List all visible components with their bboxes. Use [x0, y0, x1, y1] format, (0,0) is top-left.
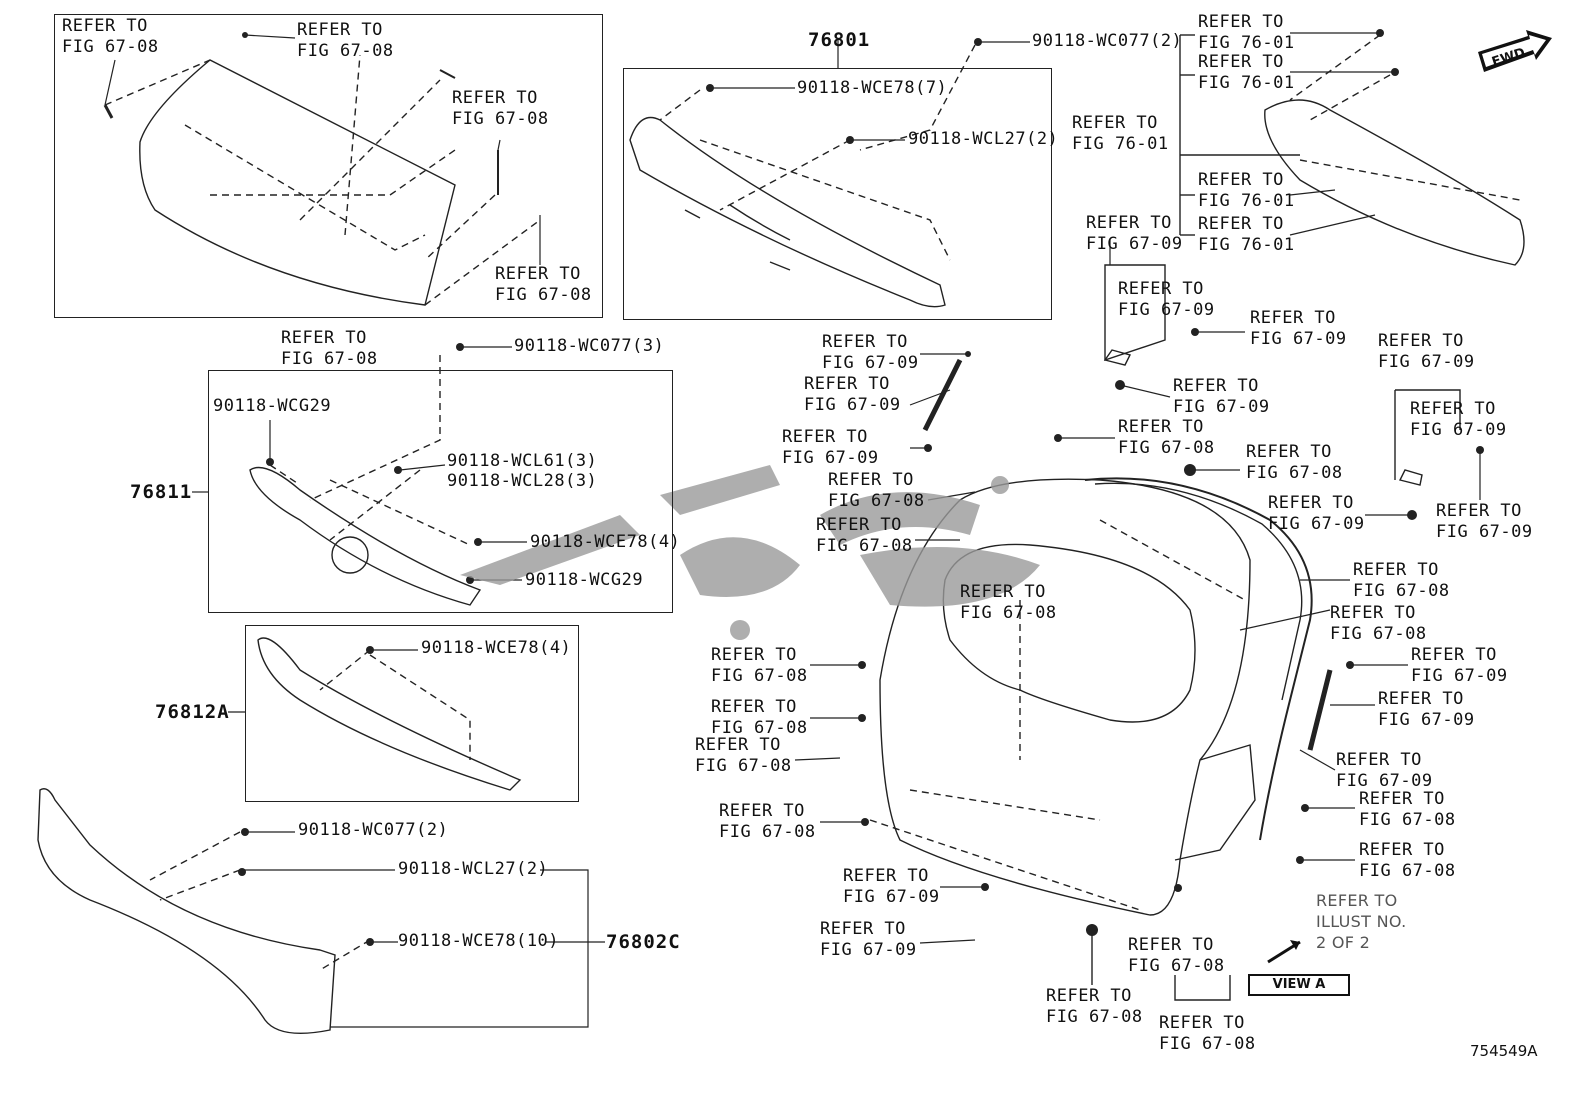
- refer-fig-76-01[interactable]: REFER TO FIG 76-01: [1198, 170, 1295, 211]
- frame-76812a: [245, 625, 579, 802]
- document-number: 754549A: [1470, 1042, 1538, 1060]
- refer-fig-67-08[interactable]: REFER TO FIG 67-08: [1118, 417, 1215, 458]
- fwd-arrow-icon: FWD: [1478, 30, 1552, 72]
- refer-fig-67-08[interactable]: REFER TO FIG 67-08: [281, 328, 378, 369]
- refer-fig-67-09[interactable]: REFER TO FIG 67-09: [1086, 213, 1183, 254]
- refer-fig-67-08[interactable]: REFER TO FIG 67-08: [711, 697, 808, 738]
- fastener-wcl28-3: 90118-WCL28(3): [447, 471, 598, 491]
- refer-fig-67-09[interactable]: REFER TO FIG 67-09: [1268, 493, 1365, 534]
- refer-fig-67-09[interactable]: REFER TO FIG 67-09: [804, 374, 901, 415]
- part-number-76812a: 76812A: [155, 701, 230, 723]
- frame-rear-window: [54, 14, 603, 318]
- refer-fig-67-08[interactable]: REFER TO FIG 67-08: [1359, 840, 1456, 881]
- refer-fig-67-08[interactable]: REFER TO FIG 67-08: [1359, 789, 1456, 830]
- refer-fig-67-09[interactable]: REFER TO FIG 67-09: [820, 919, 917, 960]
- bumper-cover-76802c: [37, 788, 336, 1035]
- refer-fig-67-08[interactable]: REFER TO FIG 67-08: [1128, 935, 1225, 976]
- roof-spoiler: [1264, 99, 1525, 266]
- fastener-wcl61-3: 90118-WCL61(3): [447, 451, 598, 471]
- refer-fig-67-08[interactable]: REFER TO FIG 67-08: [495, 264, 592, 305]
- refer-fig-67-09[interactable]: REFER TO FIG 67-09: [1250, 308, 1347, 349]
- fastener-wcg29-top: 90118-WCG29: [213, 396, 332, 416]
- refer-fig-67-08[interactable]: REFER TO FIG 67-08: [719, 801, 816, 842]
- part-number-76802c: 76802C: [606, 931, 681, 953]
- garnish-76811: [249, 466, 482, 606]
- refer-fig-67-09[interactable]: REFER TO FIG 67-09: [822, 332, 919, 373]
- refer-fig-67-08[interactable]: REFER TO FIG 67-08: [62, 16, 159, 57]
- refer-fig-67-08[interactable]: REFER TO FIG 67-08: [1330, 603, 1427, 644]
- fastener-wc077-3: 90118-WC077(3): [514, 336, 665, 356]
- garnish-76812a: [257, 637, 522, 791]
- fastener-wcl27-2-bumper: 90118-WCL27(2): [398, 859, 549, 879]
- refer-fig-67-09[interactable]: REFER TO FIG 67-09: [1118, 279, 1215, 320]
- frame-76811: [208, 370, 673, 613]
- refer-fig-67-08[interactable]: REFER TO FIG 67-08: [960, 582, 1057, 623]
- fastener-wce78-4-a: 90118-WCE78(4): [530, 532, 681, 552]
- refer-fig-67-09[interactable]: REFER TO FIG 67-09: [1378, 331, 1475, 372]
- refer-fig-67-08[interactable]: REFER TO FIG 67-08: [297, 20, 394, 61]
- refer-fig-76-01[interactable]: REFER TO FIG 76-01: [1198, 52, 1295, 93]
- part-number-76811: 76811: [130, 481, 193, 503]
- refer-fig-67-08[interactable]: REFER TO FIG 67-08: [1046, 986, 1143, 1027]
- refer-fig-67-08[interactable]: REFER TO FIG 67-08: [1246, 442, 1343, 483]
- frame-76801: [623, 68, 1052, 320]
- refer-fig-67-09[interactable]: REFER TO FIG 67-09: [782, 427, 879, 468]
- refer-fig-67-09[interactable]: REFER TO FIG 67-09: [1173, 376, 1270, 417]
- fastener-wcl27-2: 90118-WCL27(2): [908, 129, 1059, 149]
- part-number-76801: 76801: [808, 29, 871, 51]
- refer-fig-67-09[interactable]: REFER TO FIG 67-09: [1378, 689, 1475, 730]
- back-door-panel: [879, 478, 1251, 916]
- refer-fig-76-01[interactable]: REFER TO FIG 76-01: [1072, 113, 1169, 154]
- refer-fig-67-09[interactable]: REFER TO FIG 67-09: [1336, 750, 1433, 791]
- refer-fig-67-08[interactable]: REFER TO FIG 67-08: [452, 88, 549, 129]
- fastener-wce78-7: 90118-WCE78(7): [797, 78, 948, 98]
- view-a-label: VIEW A: [1248, 974, 1350, 996]
- back-door-window-opening: [942, 543, 1196, 723]
- refer-fig-67-09[interactable]: REFER TO FIG 67-09: [1410, 399, 1507, 440]
- refer-fig-76-01[interactable]: REFER TO FIG 76-01: [1198, 214, 1295, 255]
- refer-fig-76-01[interactable]: REFER TO FIG 76-01: [1198, 12, 1295, 53]
- fastener-wce78-4-b: 90118-WCE78(4): [421, 638, 572, 658]
- fastener-wc077-2: 90118-WC077(2): [1032, 31, 1183, 51]
- refer-fig-67-08[interactable]: REFER TO FIG 67-08: [695, 735, 792, 776]
- refer-fig-67-08[interactable]: REFER TO FIG 67-08: [816, 515, 913, 556]
- fastener-wce78-10: 90118-WCE78(10): [398, 931, 560, 951]
- refer-fig-67-08[interactable]: REFER TO FIG 67-08: [828, 470, 925, 511]
- refer-illust-note[interactable]: REFER TO ILLUST NO. 2 OF 2: [1316, 891, 1407, 952]
- fastener-wcg29-bottom: 90118-WCG29: [525, 570, 644, 590]
- refer-fig-67-08[interactable]: REFER TO FIG 67-08: [1159, 1013, 1256, 1054]
- rear-window-glass: [139, 59, 456, 306]
- fastener-wc077-2-bumper: 90118-WC077(2): [298, 820, 449, 840]
- refer-fig-67-09[interactable]: REFER TO FIG 67-09: [1436, 501, 1533, 542]
- refer-fig-67-08[interactable]: REFER TO FIG 67-08: [711, 645, 808, 686]
- refer-fig-67-09[interactable]: REFER TO FIG 67-09: [843, 866, 940, 907]
- refer-fig-67-08[interactable]: REFER TO FIG 67-08: [1353, 560, 1450, 601]
- refer-fig-67-09[interactable]: REFER TO FIG 67-09: [1411, 645, 1508, 686]
